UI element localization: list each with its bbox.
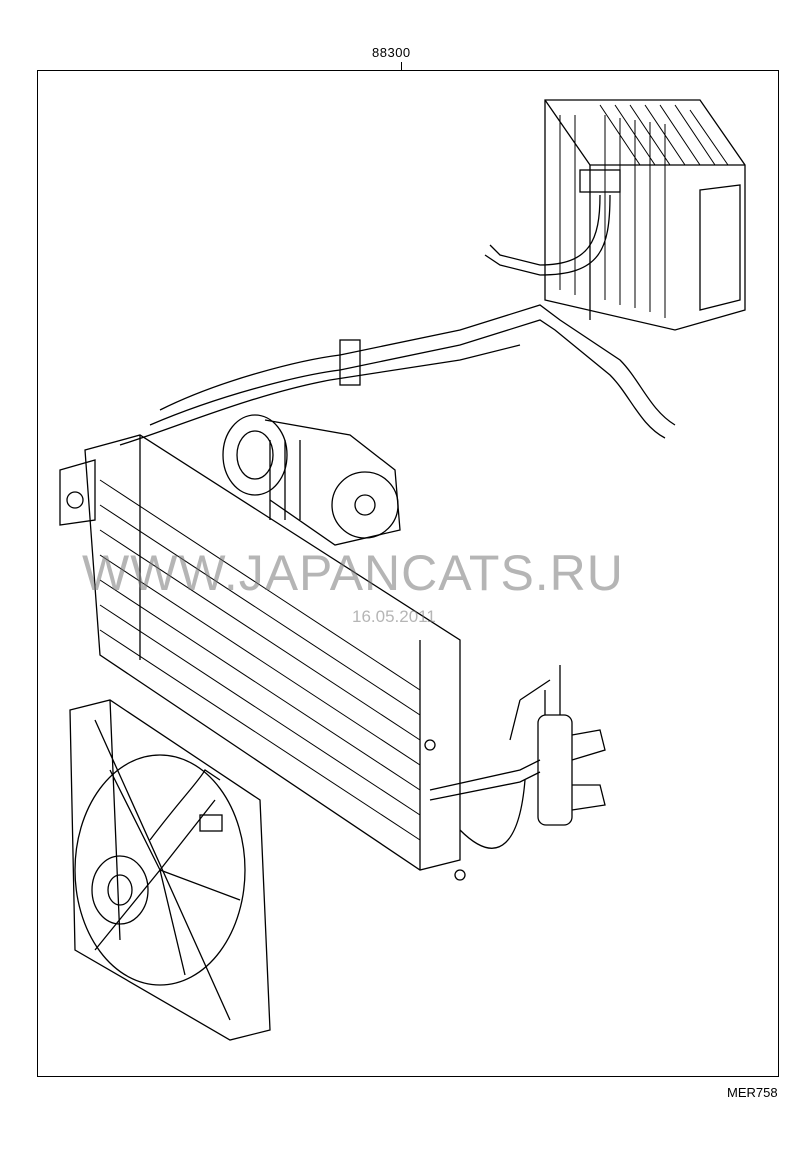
part-number-leader	[401, 62, 402, 71]
watermark: WWW.JAPANCATS.RU	[82, 545, 624, 601]
cooling-fan-shroud[interactable]	[69, 699, 271, 1041]
diagram-frame	[37, 70, 779, 1077]
evaporator[interactable]	[544, 99, 746, 331]
part-number-label[interactable]: 88300	[372, 45, 411, 60]
condenser[interactable]	[59, 434, 466, 881]
reference-code: MER758	[727, 1085, 778, 1100]
compressor[interactable]	[222, 414, 401, 546]
receiver-dryer[interactable]	[429, 665, 606, 849]
watermark-date: 16.05.2011	[352, 607, 436, 626]
suction-pipe[interactable]	[149, 194, 676, 439]
